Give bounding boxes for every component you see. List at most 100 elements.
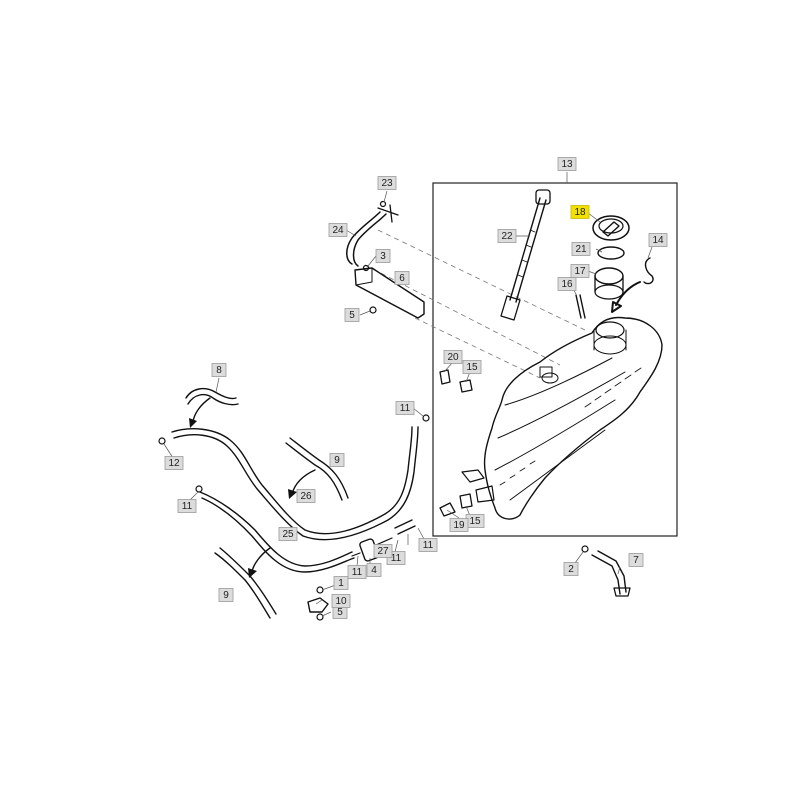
callout-number: 6 [399,273,405,284]
callout-10: 10 [331,594,351,608]
callout-number: 11 [182,501,193,512]
callout-22: 22 [497,229,517,243]
callout-number: 1 [338,578,344,589]
callout-15: 15 [465,514,485,528]
callout-number: 18 [574,207,586,218]
callout-6: 6 [394,271,410,285]
callout-box [328,223,348,237]
callout-20: 20 [443,350,463,364]
callout-number: 5 [337,607,343,618]
callout-11: 11 [177,499,197,513]
callout-number: 21 [575,244,587,255]
fuel-line-clamp [346,204,399,267]
callout-15: 15 [462,360,482,374]
callout-box [563,562,579,576]
callout-box [394,271,410,285]
callout-box [557,277,577,291]
callout-box [449,518,469,532]
callout-number: 9 [334,455,340,466]
callout-box [344,308,360,322]
callout-14: 14 [648,233,668,247]
callout-number: 24 [332,225,344,236]
callout-number: 10 [335,596,347,607]
callout-box [177,499,197,513]
callout-number: 7 [633,555,639,566]
callout-9: 9 [218,588,234,602]
bolts [158,200,589,621]
callout-5: 5 [344,308,360,322]
mounting-bracket [354,267,425,319]
callout-box [571,242,591,256]
callout-number: 19 [453,520,465,531]
callout-27: 27 [373,544,393,558]
callout-9: 9 [329,453,345,467]
callout-labels: 1234556789910111111111112131415151617181… [164,157,668,619]
callout-number: 5 [349,310,355,321]
callout-3: 3 [375,249,391,263]
callout-number: 9 [223,590,229,601]
callout-number: 3 [380,251,386,262]
callout-box [164,456,184,470]
callout-1: 1 [333,576,349,590]
callout-number: 14 [652,235,664,246]
callout-number: 8 [216,365,222,376]
callout-number: 27 [377,546,389,557]
filler-neck [594,267,624,300]
callout-number: 26 [300,491,312,502]
fuel-tank [461,316,663,520]
callout-number: 25 [282,529,294,540]
callout-box [443,350,463,364]
callout-box [375,249,391,263]
callout-11: 11 [418,538,438,552]
callout-17: 17 [570,264,590,278]
callout-box [557,157,577,171]
callout-number: 12 [168,458,180,469]
callout-7: 7 [628,553,644,567]
callout-box [331,594,351,608]
fuel-level-sender [500,189,551,321]
tank-assembly-frame [432,182,678,537]
callout-box [377,176,397,190]
callout-number: 11 [423,540,434,551]
callout-number: 2 [568,564,574,575]
fuel-cap [592,215,630,241]
callout-number: 22 [501,231,513,242]
callout-19: 19 [449,518,469,532]
callout-number: 16 [561,279,573,290]
callout-18-highlighted: 18 [570,205,590,219]
callout-11: 11 [347,565,367,579]
callout-number: 11 [391,553,402,564]
tank-strap [643,257,654,285]
callout-box [570,264,590,278]
callout-box [497,229,517,243]
callout-21: 21 [571,242,591,256]
direction-arrows [189,397,316,578]
drain-valve [591,550,631,597]
callout-4: 4 [366,563,382,577]
assembly-dashed-lines [364,229,586,379]
callout-box [211,363,227,377]
callout-box [333,576,349,590]
callout-box [462,360,482,374]
callout-24: 24 [328,223,348,237]
callout-number: 11 [400,403,411,414]
callout-25: 25 [278,527,298,541]
callout-number: 17 [574,266,586,277]
callout-box [570,205,590,219]
callout-number: 15 [466,362,478,373]
fuel-hoses [171,387,419,619]
callout-23: 23 [377,176,397,190]
o-ring [597,246,625,260]
callout-16: 16 [557,277,577,291]
callout-box [418,538,438,552]
callout-box [366,563,382,577]
callout-box [373,544,393,558]
hose-clip [307,597,329,613]
fittings [439,369,473,517]
callout-number: 11 [352,567,363,578]
callout-box [218,588,234,602]
callout-11: 11 [395,401,415,415]
callout-number: 15 [469,516,481,527]
callout-box [296,489,316,503]
